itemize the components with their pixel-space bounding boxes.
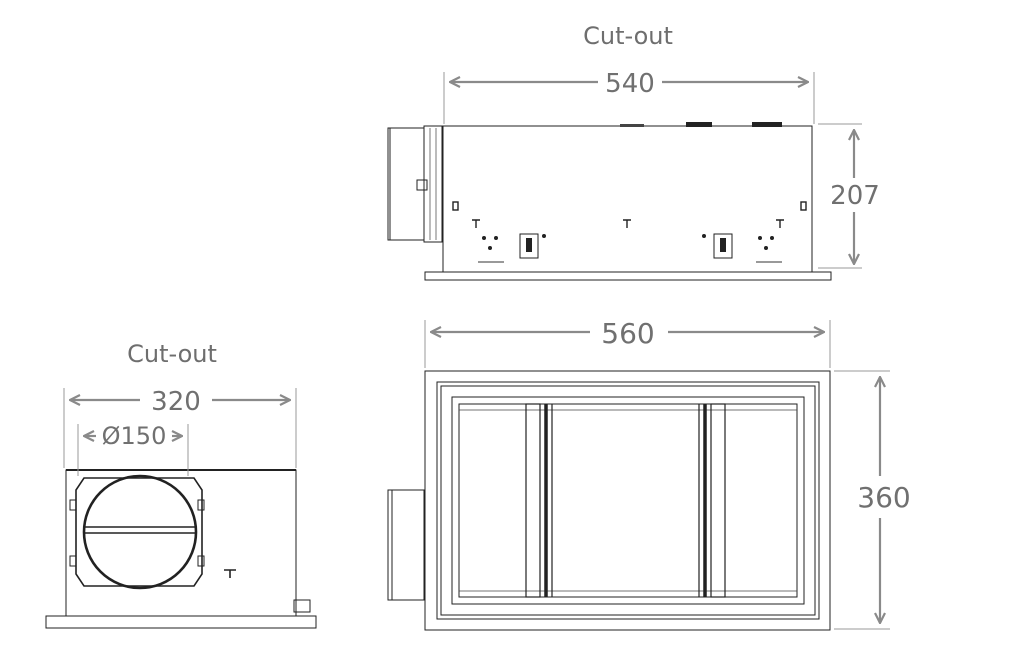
diameter-150-label: Ø150 [102,422,167,450]
side-view [387,122,832,281]
depth-360-label: 360 [857,481,910,514]
front-view [45,469,317,629]
width-540-label: 540 [605,69,655,99]
side-view-dimensions [443,72,862,269]
plan-view [387,370,831,631]
width-320-label: 320 [151,387,201,417]
front-view-dimensions [63,388,297,476]
front-cutout-label: Cut-out [127,340,217,368]
plan-view-dimensions [424,320,890,630]
height-207-label: 207 [830,181,880,211]
side-cutout-label: Cut-out [583,22,673,50]
width-560-label: 560 [601,317,654,350]
